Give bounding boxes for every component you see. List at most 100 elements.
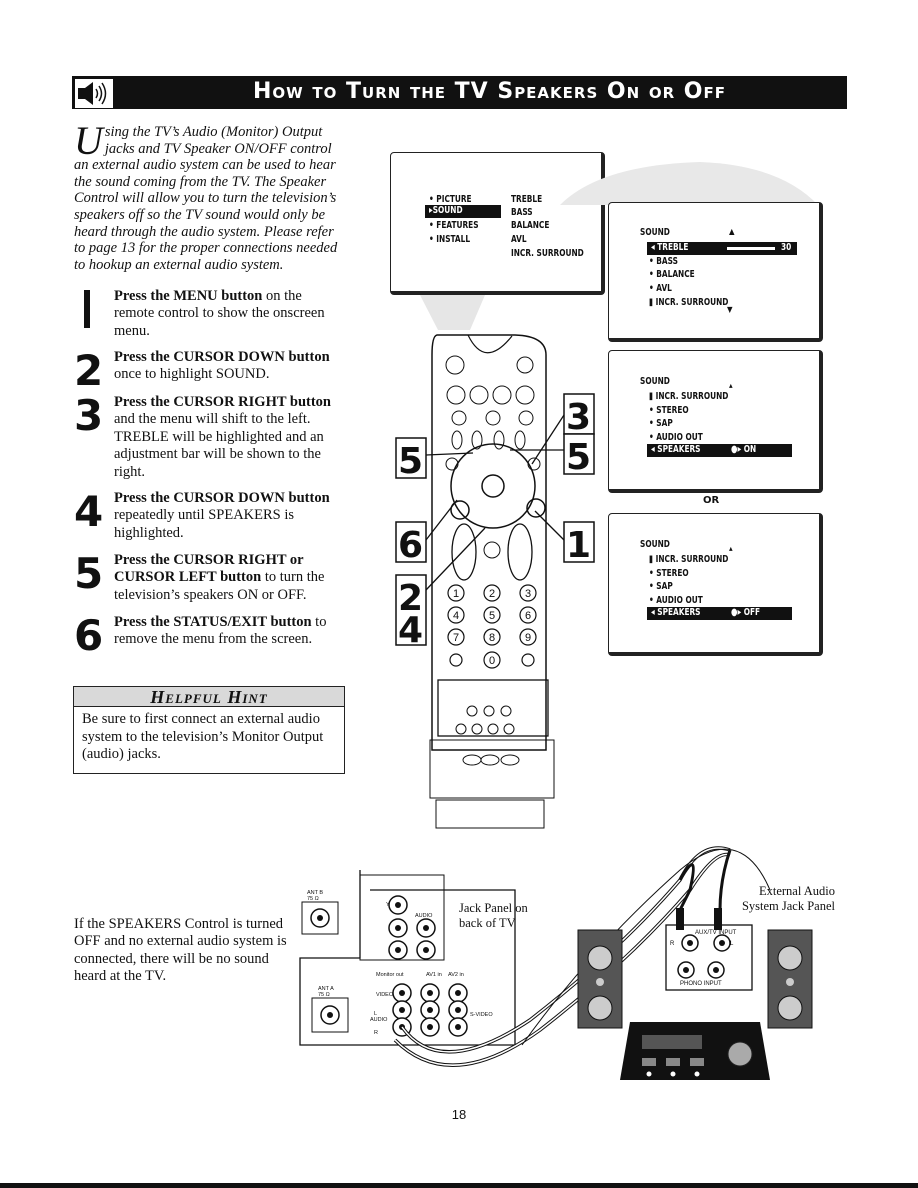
page-number: 18 <box>451 1107 467 1122</box>
step-5: 5 Press the CURSOR RIGHT or CURSOR LEFT … <box>74 552 344 607</box>
speakers-selected-row: ◂ SPEAKERS ●▸ OFF <box>647 607 792 620</box>
svg-text:1: 1 <box>566 525 591 566</box>
svg-text:VIDEO: VIDEO <box>376 992 394 998</box>
hint-body: Be sure to first connect an external aud… <box>82 711 324 763</box>
sound-item: ▮ INCR. SURROUND <box>649 554 729 565</box>
step-number: 6 <box>74 611 104 660</box>
step-text: Press the CURSOR DOWN button repeatedly … <box>114 490 330 541</box>
step-text: Press the CURSOR DOWN button once to hig… <box>114 349 330 383</box>
step-6: 6 Press the STATUS/EXIT button to remove… <box>74 614 344 658</box>
step-number: 3 <box>74 391 104 440</box>
page-title: How to Turn the TV Speakers On or Off <box>253 79 726 104</box>
screen-glow <box>560 162 818 205</box>
svg-text:9: 9 <box>525 632 531 644</box>
sound-item: • SAP <box>649 581 673 592</box>
scroll-up-arrow: ▲ <box>729 227 735 236</box>
menu-item-features: • FEATURES <box>429 220 479 231</box>
tv-main-menu: • PICTURE ▸SOUND • FEATURES • INSTALL TR… <box>390 152 605 295</box>
external-audio-label: External Audio System Jack Panel <box>741 884 835 913</box>
svg-text:ANT A: ANT A <box>318 986 334 992</box>
sound-item: • STEREO <box>649 568 689 579</box>
svg-text:75 Ω: 75 Ω <box>307 896 319 902</box>
aux-tv-input-label: AUX/TV INPUT <box>695 930 737 936</box>
svg-text:AUDIO: AUDIO <box>370 1017 388 1023</box>
submenu-avl: AVL <box>511 234 527 245</box>
step-number: 5 <box>74 549 104 598</box>
sound-menu-title: SOUND <box>640 539 670 550</box>
menu-item-sound-selected: ▸SOUND <box>425 205 501 218</box>
sound-item: • STEREO <box>649 405 689 416</box>
sound-menu-title: SOUND <box>640 376 670 387</box>
svg-text:5: 5 <box>398 441 423 482</box>
step-text: Press the CURSOR RIGHT button and the me… <box>114 394 331 480</box>
scroll-arrows: ▴ <box>729 381 733 390</box>
sound-item: • AUDIO OUT <box>649 432 703 443</box>
svg-text:4: 4 <box>453 610 459 622</box>
step-3: 3 Press the CURSOR RIGHT button and the … <box>74 394 344 484</box>
svg-text:1: 1 <box>453 588 459 600</box>
svg-text:75 Ω: 75 Ω <box>318 992 330 998</box>
submenu-bass: BASS <box>511 207 533 218</box>
speakers-selected-row: ◂ SPEAKERS ●▸ ON <box>647 444 792 457</box>
speaker-icon <box>74 78 114 109</box>
svg-text:2: 2 <box>489 588 495 600</box>
jack-panel-label: Jack Panel on back of TV <box>459 901 528 930</box>
svg-text:5: 5 <box>489 610 495 622</box>
sound-item: • SAP <box>649 418 673 429</box>
sound-menu-treble: SOUND ▲ ◂ TREBLE 30 • BASS • BALANCE • A… <box>608 202 823 342</box>
svg-text:S-VIDEO: S-VIDEO <box>470 1012 493 1018</box>
sound-item: ▮ INCR. SURROUND <box>649 297 729 308</box>
step-1: Press the MENU button on the remote cont… <box>74 288 344 340</box>
step-text: Press the MENU button on the remote cont… <box>114 288 325 339</box>
svg-text:3: 3 <box>566 397 591 438</box>
step-number: 2 <box>74 346 104 395</box>
l-label: L <box>730 941 734 947</box>
helpful-hint-box: Helpful Hint Be sure to first connect an… <box>73 686 345 774</box>
sound-menu-title: SOUND <box>640 227 670 238</box>
sound-item: • AVL <box>649 283 672 294</box>
svg-text:AV1 in: AV1 in <box>426 972 442 978</box>
intro-text: sing the TV’s Audio (Monitor) Output jac… <box>74 124 338 273</box>
treble-selected-row: ◂ TREBLE 30 <box>647 242 797 255</box>
submenu-treble: TREBLE <box>511 194 543 205</box>
menu-item-picture: • PICTURE <box>429 194 472 205</box>
speakers-value-on: ON <box>743 444 757 455</box>
hint-title: Helpful Hint <box>74 687 344 707</box>
svg-text:ANT B: ANT B <box>307 890 323 896</box>
phono-input-label: PHONO INPUT <box>680 981 722 987</box>
scroll-down-arrow: ▼ <box>727 305 733 314</box>
svg-text:5: 5 <box>566 437 591 478</box>
svg-text:3: 3 <box>525 588 531 600</box>
step-2: 2 Press the CURSOR DOWN button once to h… <box>74 349 344 393</box>
svg-text:6: 6 <box>398 525 423 566</box>
step-text: Press the STATUS/EXIT button to remove t… <box>114 614 327 648</box>
svg-text:AUDIO: AUDIO <box>415 913 433 919</box>
svg-text:8: 8 <box>489 632 495 644</box>
sound-item: • AUDIO OUT <box>649 595 703 606</box>
bottom-rule <box>0 1183 918 1188</box>
speakers-value-off: OFF <box>743 607 761 618</box>
scroll-arrows: ▴ <box>729 544 733 553</box>
or-label: OR <box>703 495 720 506</box>
sound-item: ▮ INCR. SURROUND <box>649 391 729 402</box>
page-header: How to Turn the TV Speakers On or Off <box>72 76 847 109</box>
r-label: R <box>670 941 675 947</box>
svg-text:AV2 in: AV2 in <box>448 972 464 978</box>
sound-item: • BASS <box>649 256 678 267</box>
svg-text:Monitor out: Monitor out <box>376 972 404 978</box>
step-number-1 <box>84 290 90 328</box>
step-text: Press the CURSOR RIGHT or CURSOR LEFT bu… <box>114 552 325 603</box>
menu-item-install: • INSTALL <box>429 234 471 245</box>
svg-text:4: 4 <box>398 610 423 651</box>
svg-text:L: L <box>374 1011 377 1017</box>
speakers-off-note: If the SPEAKERS Control is turned OFF an… <box>74 916 287 985</box>
svg-text:2: 2 <box>398 578 423 619</box>
svg-text:0: 0 <box>489 655 495 667</box>
intro-dropcap: U <box>74 118 103 163</box>
treble-value: 30 <box>781 242 792 253</box>
svg-text:6: 6 <box>525 610 531 622</box>
submenu-balance: BALANCE <box>511 220 550 231</box>
svg-text:R: R <box>374 1030 378 1036</box>
